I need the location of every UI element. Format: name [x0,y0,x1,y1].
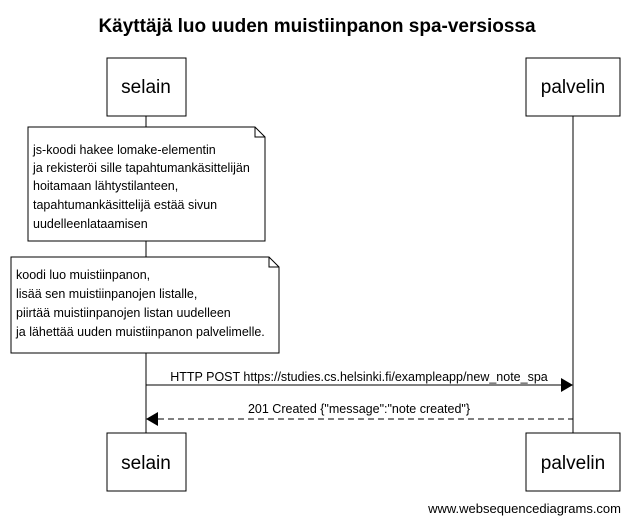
participant-server-top-label: palvelin [541,77,605,98]
message-response-label: 201 Created {"message":"note created"} [248,402,470,416]
note-1-line: js-koodi hakee lomake-elementin [32,143,216,157]
note-2-line: ja lähettää uuden muistiinpanon palvelim… [15,325,265,339]
message-post-label: HTTP POST https://studies.cs.helsinki.fi… [170,370,548,384]
arrowhead-icon [561,378,573,392]
note-2-line: lisää sen muistiinpanojen listalle, [16,287,197,301]
note-2-line: piirtää muistiinpanojen listan uudelleen [16,306,231,320]
note-2: koodi luo muistiinpanon, lisää sen muist… [10,256,280,354]
participant-browser-top: selain [106,57,187,117]
message-post: HTTP POST https://studies.cs.helsinki.fi… [146,370,573,392]
participant-browser-top-label: selain [121,77,171,98]
note-1: js-koodi hakee lomake-elementin ja rekis… [27,126,266,242]
participant-server-bottom: palvelin [525,432,621,492]
message-response: 201 Created {"message":"note created"} [146,402,573,426]
participant-browser-bottom-label: selain [121,453,171,474]
participant-browser-bottom: selain [106,432,187,492]
note-1-line: hoitamaan lähtystilanteen, [33,179,178,193]
footer-link[interactable]: www.websequencediagrams.com [427,501,621,516]
participant-server-bottom-label: palvelin [541,453,605,474]
diagram-title: Käyttäjä luo uuden muistiinpanon spa-ver… [98,16,536,37]
note-1-line: tapahtumankäsittelijä estää sivun [33,198,217,212]
participant-server-top: palvelin [525,57,621,117]
note-1-line: ja rekisteröi sille tapahtumankäsittelij… [32,161,250,175]
note-1-line: uudelleenlataamisen [33,217,148,231]
note-2-line: koodi luo muistiinpanon, [16,268,150,282]
arrowhead-icon [146,412,158,426]
